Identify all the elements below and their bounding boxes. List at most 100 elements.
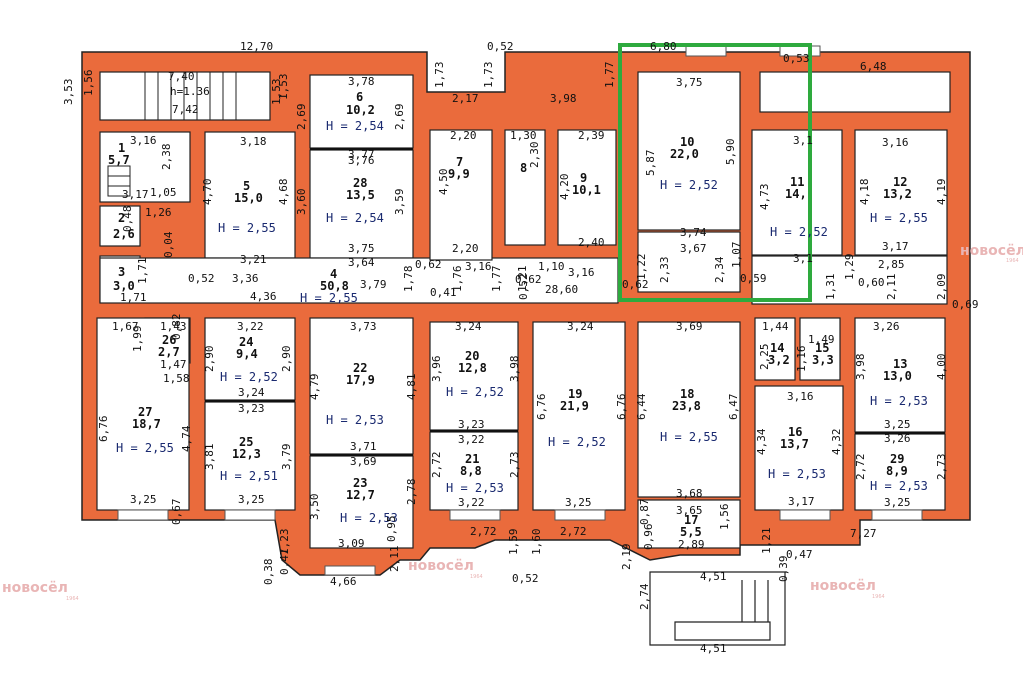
watermark-badge: 1964 (470, 574, 483, 580)
room-11 (751, 129, 843, 256)
room-label: 17 (684, 513, 698, 527)
dim-label: 4,70 (201, 179, 214, 206)
room-9 (557, 129, 617, 246)
dim-label: 3,17 (122, 188, 149, 201)
room-area: 10,1 (572, 183, 601, 197)
dim-label: 1,60 (530, 529, 543, 556)
dim-label: 1,53 (270, 79, 283, 106)
dim-label: 4,18 (858, 179, 871, 206)
dim-label: 1,67 (112, 320, 139, 333)
dim-label: 3,26 (873, 320, 900, 333)
dim-label: 3,96 (430, 356, 443, 383)
room-height: H = 2,53 (870, 479, 928, 493)
dim-label: 0,60 (858, 276, 885, 289)
room-height: H = 2,52 (770, 225, 828, 239)
watermark-logo: новосёл (960, 243, 1023, 259)
dim-label: 7,40 (168, 70, 195, 83)
dim-label: 3,50 (308, 494, 321, 521)
dim-label: 1,56 (718, 504, 731, 531)
dim-label: 3,68 (676, 487, 703, 500)
dim-label: 3,81 (203, 444, 216, 471)
room-label: 18 (680, 387, 694, 401)
room-area: 3,0 (113, 279, 135, 293)
room-area: 12,7 (346, 488, 375, 502)
room-label: 11 (790, 175, 804, 189)
dim-label: 0,67 (170, 499, 183, 526)
dim-label: 5,87 (644, 150, 657, 177)
dim-label: 3,17 (788, 495, 815, 508)
dim-label: 1,44 (762, 320, 789, 333)
dim-label: 3,79 (280, 444, 293, 471)
window (324, 565, 376, 576)
room-18 (637, 321, 741, 498)
dim-label: 0,47 (278, 549, 291, 576)
room-label: 25 (239, 435, 253, 449)
dim-label: 4,34 (755, 428, 768, 455)
room-19 (532, 321, 626, 511)
dim-label: 3,25 (238, 493, 265, 506)
window (449, 509, 501, 521)
room-label: 22 (353, 361, 367, 375)
room-area: 9,4 (236, 347, 258, 361)
room-height: H = 2,53 (446, 481, 504, 495)
dim-label: 2,20 (452, 242, 479, 255)
dim-label: 3,16 (465, 260, 492, 273)
entrance-steps (649, 571, 786, 646)
dim-label: 3,75 (348, 242, 375, 255)
dim-label: 2,38 (160, 144, 173, 171)
dim-label: 1,76 (451, 266, 464, 293)
room-top-right (759, 71, 951, 113)
room-28 (309, 149, 414, 259)
room-label: 6 (356, 90, 363, 104)
dim-label: 3,71 (350, 440, 377, 453)
room-area: 8,8 (460, 464, 482, 478)
room-area: 13,7 (780, 437, 809, 451)
room-12 (854, 129, 948, 256)
dim-label: 1,77 (603, 62, 616, 89)
dim-label: 6,44 (635, 393, 648, 420)
dim-label: 0,59 (740, 272, 767, 285)
room-16 (754, 385, 844, 511)
room-area: 2,7 (158, 345, 180, 359)
dim-label: 1,53 (277, 74, 290, 101)
dim-label: 6,76 (535, 394, 548, 421)
room-label: 12 (893, 175, 907, 189)
room-area: 3,3 (812, 353, 834, 367)
dim-label: 6,80 (650, 40, 677, 53)
dim-label: 0,47 (786, 548, 813, 561)
room-14 (754, 317, 796, 381)
window (779, 509, 831, 521)
room-area: 14, (785, 187, 807, 201)
dim-label: 2,30 (528, 142, 541, 169)
dim-label: 1,07 (730, 242, 743, 269)
dim-label: 3,24 (567, 320, 594, 333)
dim-label: 3,16 (130, 134, 157, 147)
room-label: 2 (118, 211, 125, 225)
dim-label: 2,72 (430, 452, 443, 479)
room-height: H = 2,54 (326, 119, 384, 133)
room-stairs-top (99, 71, 271, 121)
dim-label: 2,74 (638, 583, 651, 610)
dim-label: 7,27 (850, 527, 877, 540)
dim-label: 2,78 (405, 479, 418, 506)
room-height: H = 2,55 (660, 430, 718, 444)
dim-label: 0,48 (121, 206, 134, 233)
room-area: 5,7 (108, 153, 130, 167)
dim-label: 2,73 (935, 454, 948, 481)
dim-label: 6,47 (727, 394, 740, 421)
watermark-logo: новосёл (810, 578, 876, 594)
dim-label: 2,85 (878, 258, 905, 271)
window (117, 509, 169, 521)
window (685, 45, 727, 57)
dim-label: 0,62 (515, 273, 542, 286)
dim-label: 3,22 (458, 433, 485, 446)
dim-label: 7,42 (172, 103, 199, 116)
dim-label: 4,81 (405, 374, 418, 401)
room-label: 23 (353, 476, 367, 490)
dim-label: 3,16 (882, 136, 909, 149)
dim-label: 2,25 (758, 344, 771, 371)
room-height: H = 2,53 (340, 511, 398, 525)
room-21 (429, 431, 519, 511)
dim-label: 1,22 (635, 254, 648, 281)
